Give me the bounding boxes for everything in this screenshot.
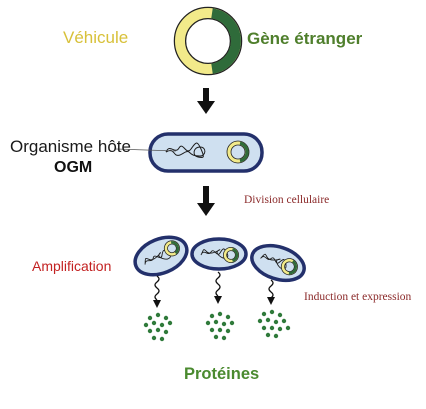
arrow-down-2 — [197, 186, 215, 216]
host-chromosome — [165, 142, 206, 158]
foreign-gene-segment — [210, 8, 241, 74]
expression-arrow-2 — [214, 271, 222, 304]
protein-cluster-2 — [205, 311, 235, 341]
protein-cluster-3 — [257, 309, 291, 339]
amplification-label: Amplification — [32, 258, 112, 274]
vector-plasmid — [173, 6, 243, 76]
expression-arrow-1 — [153, 275, 161, 308]
cell-division-label: Division cellulaire — [244, 194, 330, 206]
host-pointer-line — [115, 148, 177, 152]
proteins-label: Protéines — [184, 365, 260, 383]
expression-arrow-3 — [267, 279, 275, 305]
host-cell — [148, 132, 264, 173]
foreign-gene-label: Gène étranger — [247, 29, 363, 48]
protein-cluster-1 — [143, 312, 173, 342]
arrow-down-1 — [197, 88, 215, 114]
gmo-label: OGM — [54, 159, 93, 176]
host-organism-label: Organisme hôte — [10, 137, 131, 156]
host-plasmid-gene — [239, 141, 249, 163]
induction-expression-label: Induction et expression — [304, 291, 412, 303]
daughter-cell-3 — [250, 243, 306, 283]
vehicle-label: Véhicule — [63, 28, 129, 47]
daughter-cell-1 — [133, 235, 189, 277]
daughter-cell-2 — [190, 237, 248, 271]
